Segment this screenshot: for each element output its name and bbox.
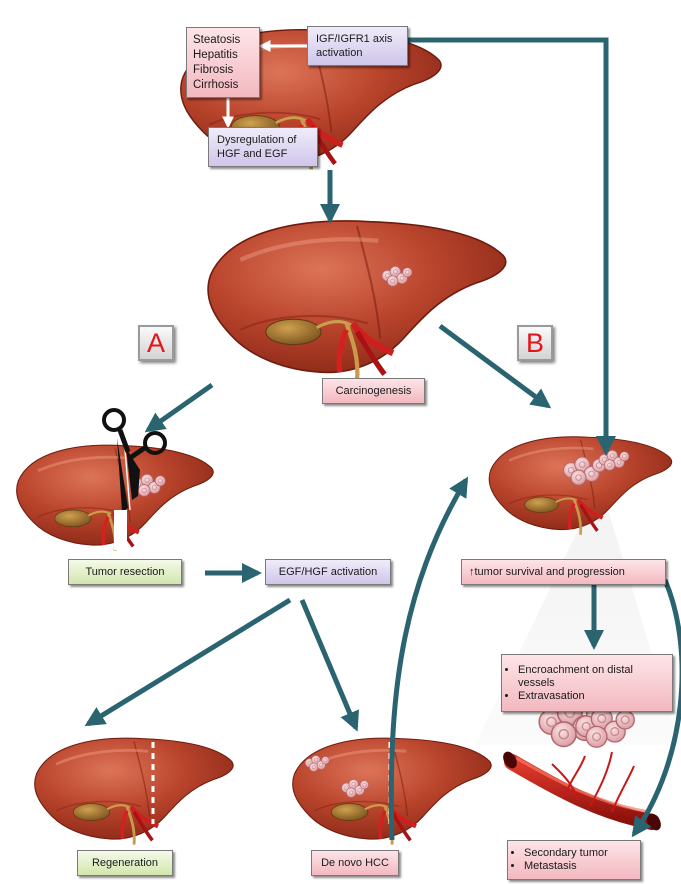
extravasation-item: Extravasation (518, 690, 666, 703)
dysregulation-box: Dysregulation of HGF and EGF (208, 127, 318, 167)
liver-conditions-box: Steatosis Hepatitis Fibrosis Cirrhosis (186, 27, 260, 98)
de-novo-hcc-box: De novo HCC (311, 850, 399, 876)
egf-hgf-activation-box: EGF/HGF activation (265, 559, 391, 585)
liver-regeneration (35, 738, 233, 844)
igf-axis-box: IGF/IGFR1 axis activation (307, 26, 408, 66)
condition-cirrhosis: Cirrhosis (193, 78, 238, 93)
condition-hepatitis: Hepatitis (193, 48, 238, 63)
tumor-resection-box: Tumor resection (68, 559, 182, 585)
label-a: A (138, 325, 174, 361)
label-b: B (517, 325, 553, 361)
resection-gap (114, 510, 127, 550)
regeneration-box: Regeneration (77, 850, 173, 876)
condition-fibrosis: Fibrosis (193, 63, 233, 78)
condition-steatosis: Steatosis (193, 33, 240, 48)
carcinogenesis-box: Carcinogenesis (322, 378, 425, 404)
liver-progression (489, 437, 672, 535)
metastasis-item: Metastasis (524, 860, 608, 873)
tumor-survival-box: ↑tumor survival and progression (461, 559, 666, 585)
liver-carcinogenesis (208, 221, 506, 381)
secondary-tumor-box: Secondary tumor Metastasis (507, 840, 641, 880)
igf-line-1: IGF/IGFR1 axis (316, 32, 392, 46)
dysregulation-line-2: HGF and EGF (217, 147, 287, 161)
encroachment-item: Encroachment on distal vessels (518, 664, 666, 690)
dysregulation-line-1: Dysregulation of (217, 133, 297, 147)
secondary-tumor-item: Secondary tumor (524, 847, 608, 860)
igf-line-2: activation (316, 46, 362, 60)
encroachment-box: Encroachment on distal vessels Extravasa… (501, 654, 673, 712)
